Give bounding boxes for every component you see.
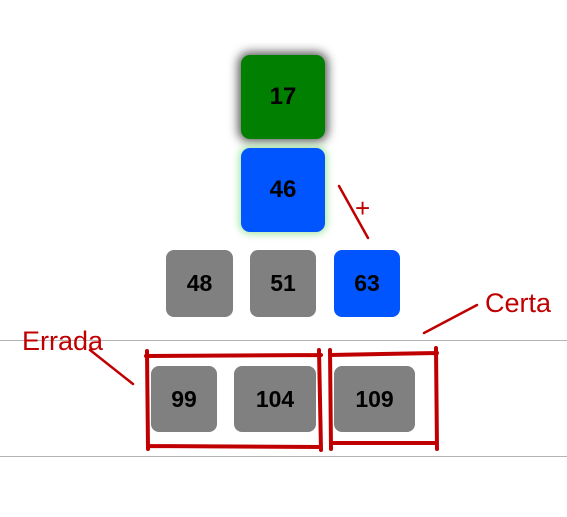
label-plus: + xyxy=(355,193,371,223)
node-root: 17 xyxy=(241,55,325,139)
node-level4-left: 99 xyxy=(151,366,217,432)
node-level3-left: 48 xyxy=(166,250,233,317)
label-right: Certa xyxy=(485,288,552,318)
node-level2: 46 xyxy=(241,148,325,232)
node-level4-right: 109 xyxy=(334,366,415,432)
node-level4-middle: 104 xyxy=(234,366,316,432)
node-level3-middle: 51 xyxy=(250,250,316,317)
right-pointer-line xyxy=(422,303,479,335)
divider-line-top xyxy=(0,340,567,341)
node-level3-right: 63 xyxy=(334,250,400,317)
label-wrong: Errada xyxy=(22,326,104,356)
divider-line-bottom xyxy=(0,456,567,457)
